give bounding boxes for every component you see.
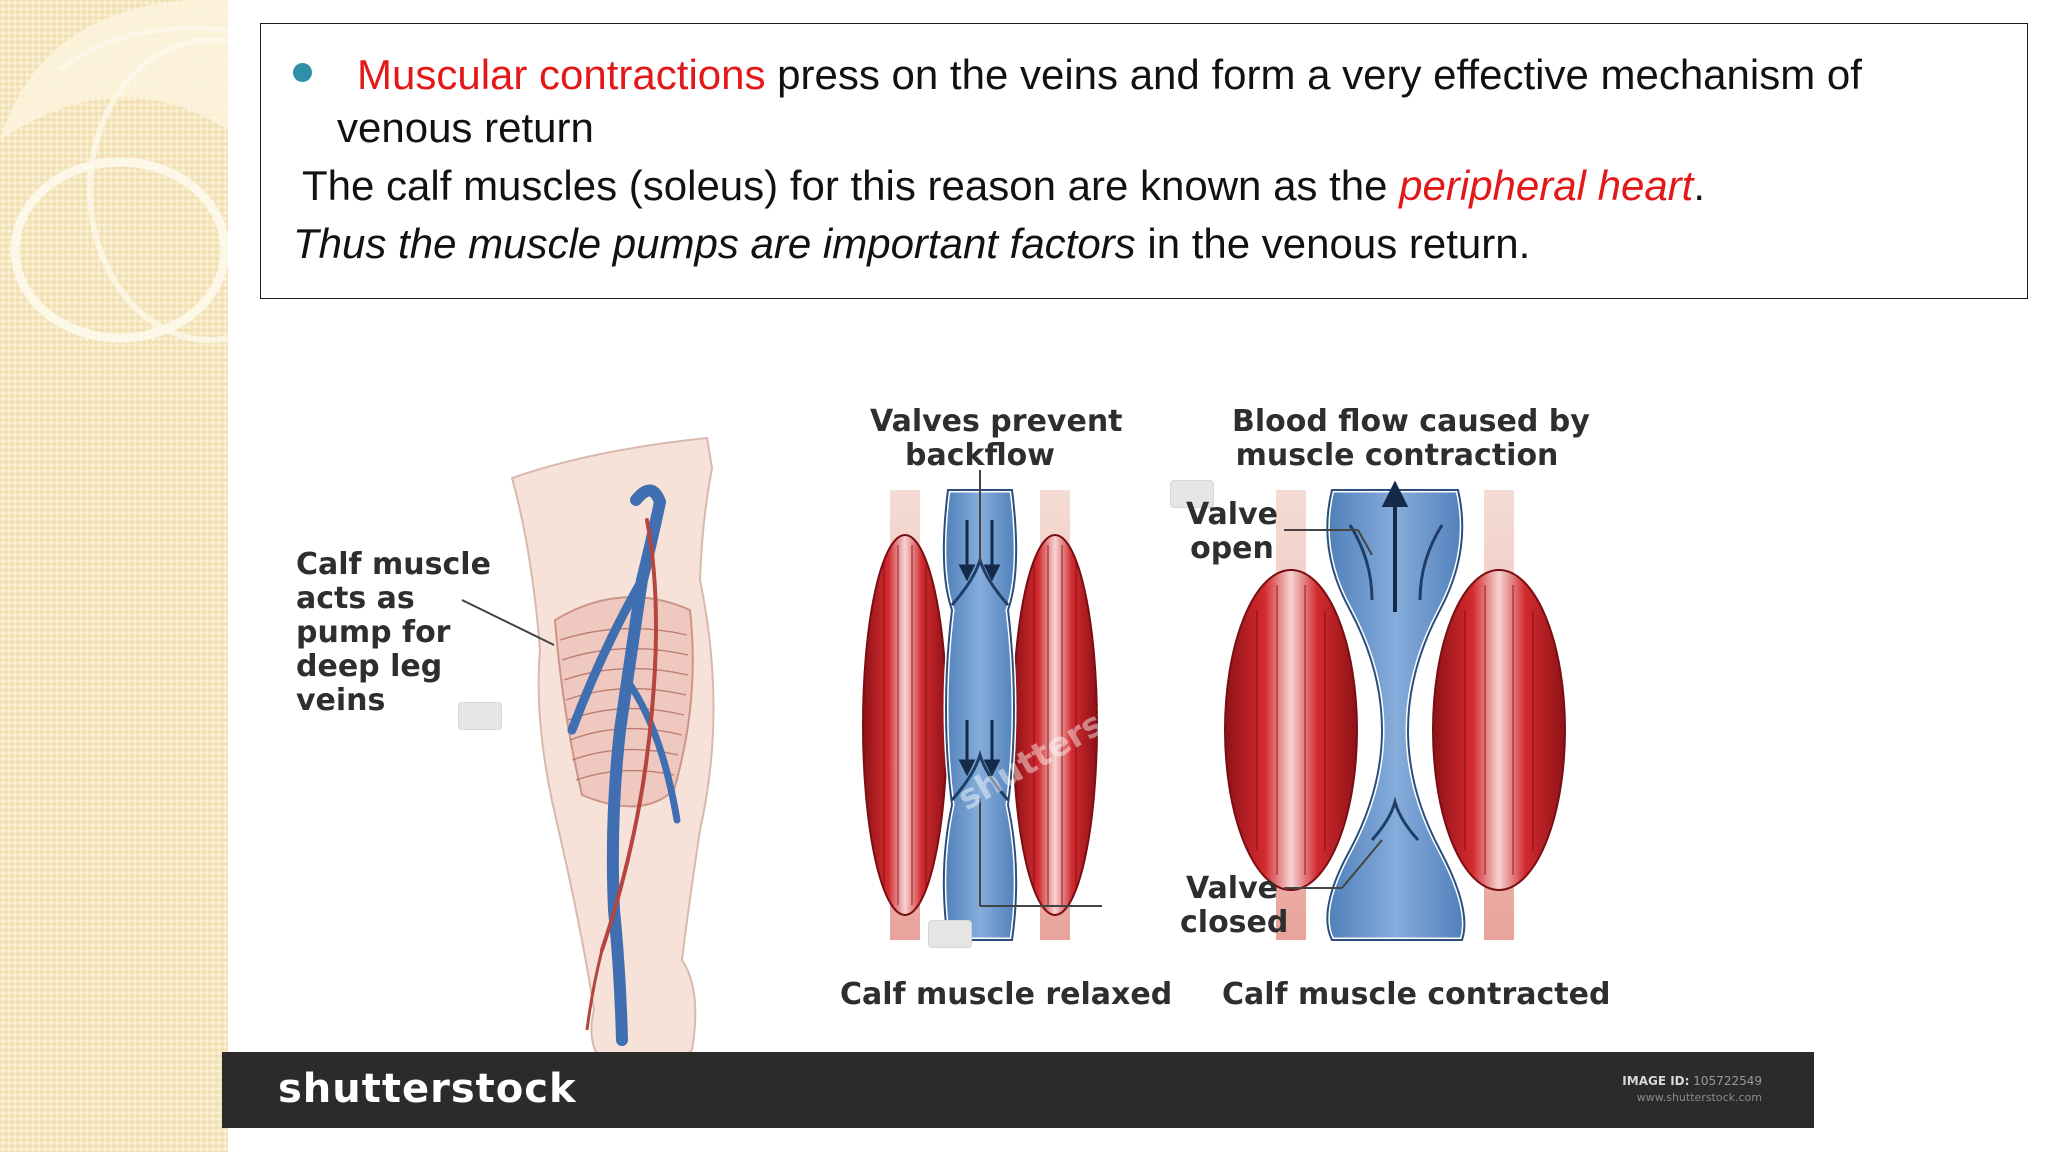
text-content-box: Muscular contractions press on the veins…: [260, 23, 2028, 299]
muscular-contractions-highlight: Muscular contractions: [357, 51, 766, 98]
line-3-period: .: [1693, 162, 1706, 209]
leg-label: Calf muscle acts as pump for deep leg ve…: [296, 547, 491, 718]
relaxed-panel: [862, 470, 1098, 943]
valves-prevent-backflow-label: Valves prevent backflow: [870, 404, 1123, 473]
shutterstock-footer: shutterstock IMAGE ID: 105722549 www.shu…: [222, 1052, 1814, 1128]
venous-pump-diagram: shutterstock Calf muscle acts as pump fo…: [222, 350, 1814, 1128]
contracted-caption: Calf muscle contracted: [1222, 977, 1611, 1012]
text-line-2: venous return: [337, 104, 594, 151]
line-4-italic: Thus the muscle pumps are important fact…: [293, 220, 1136, 267]
decorative-rings: [0, 0, 228, 343]
watermark-icon: [928, 920, 972, 948]
text-line-1: Muscular contractions press on the veins…: [357, 49, 1862, 101]
watermark-icon: [1170, 480, 1214, 508]
line-4-rest: in the venous return.: [1135, 220, 1531, 267]
line-3-text: The calf muscles (soleus) for this reaso…: [302, 162, 1400, 209]
image-id: IMAGE ID: 105722549 www.shutterstock.com: [1622, 1074, 1762, 1104]
decorative-sidebar: [0, 0, 228, 1152]
relaxed-caption: Calf muscle relaxed: [840, 977, 1173, 1012]
contracted-panel: [979, 480, 1566, 943]
line-1-rest: press on the veins and form a very effec…: [765, 51, 1862, 98]
text-line-3: The calf muscles (soleus) for this reaso…: [302, 160, 1705, 212]
peripheral-heart-highlight: peripheral heart: [1399, 162, 1694, 209]
watermark-icon: [458, 702, 502, 730]
valve-open-label: Valve open: [1185, 497, 1278, 566]
valve-closed-label: Valve closed: [1180, 871, 1289, 940]
diagram-illustration: shutterstock: [461, 436, 1566, 1075]
leg-label-leader: [461, 599, 555, 646]
blood-flow-label: Blood flow caused by muscle contraction: [1232, 404, 1590, 473]
shutterstock-logo: shutterstock: [278, 1066, 577, 1112]
leg-illustration: [510, 436, 715, 1075]
bullet-icon: [293, 63, 312, 82]
text-line-4: Thus the muscle pumps are important fact…: [293, 218, 1530, 270]
